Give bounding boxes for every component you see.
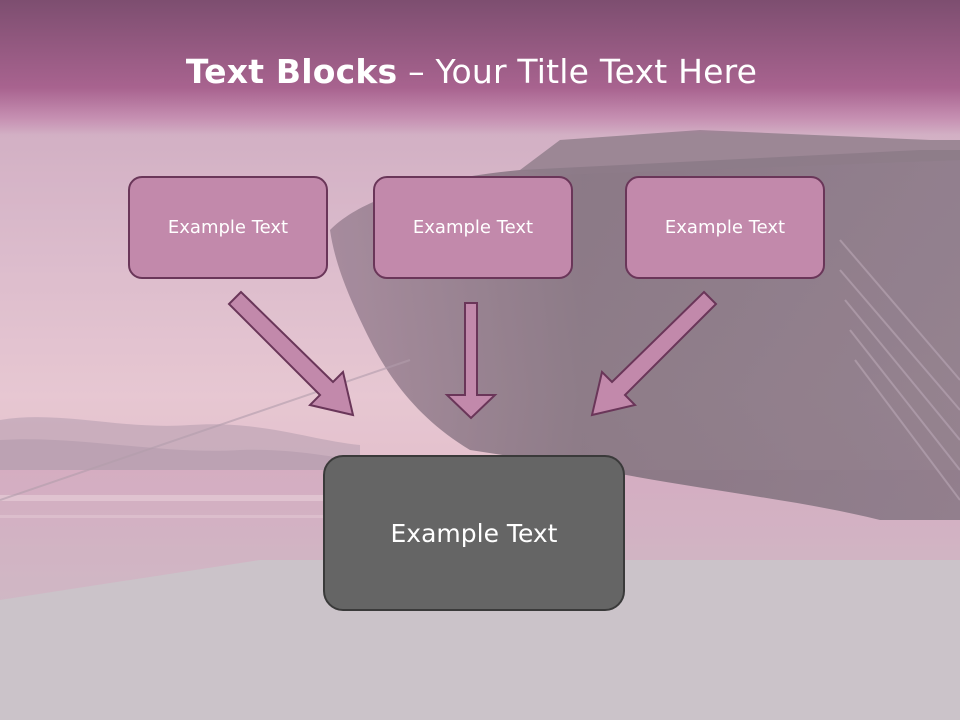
text-block-label: Example Text [412,217,534,238]
main-block-label: Example Text [390,518,558,548]
text-block-label: Example Text [167,217,289,238]
arrow-down-icon [444,302,498,420]
title-bar [0,0,960,135]
text-block-left[interactable]: Example Text [128,176,328,279]
text-block-center[interactable]: Example Text [373,176,573,279]
arrow-down-right-icon [227,290,355,417]
arrow-down-left-icon [590,290,718,417]
main-text-block[interactable]: Example Text [323,455,625,611]
text-block-label: Example Text [664,217,786,238]
title-rest: – Your Title Text Here [397,52,758,91]
slide-title: Text Blocks – Your Title Text Here [0,52,943,91]
text-block-right[interactable]: Example Text [625,176,825,279]
title-bold: Text Blocks [185,52,398,91]
